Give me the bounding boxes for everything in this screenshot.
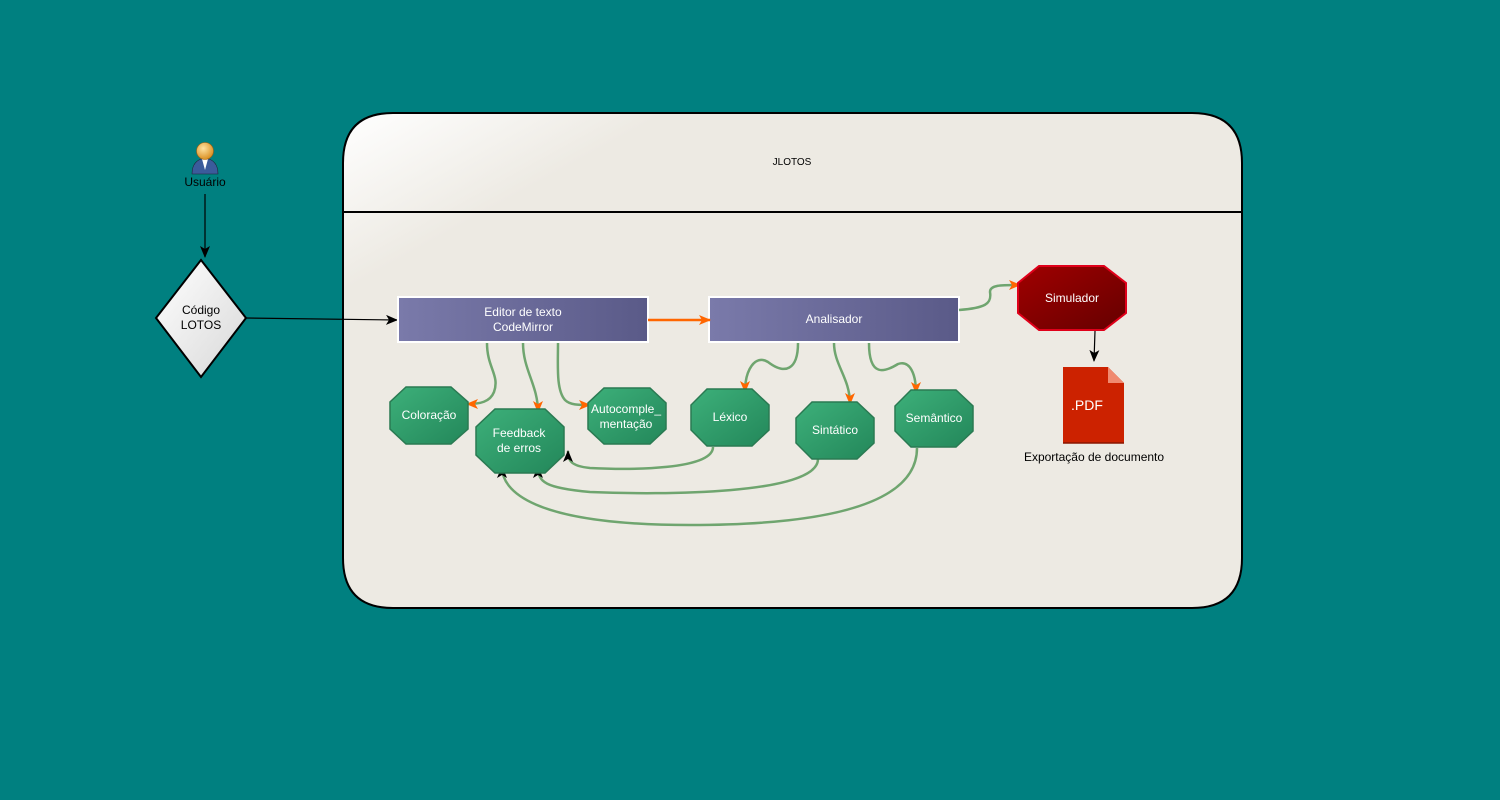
arrow-code-to-editor bbox=[245, 314, 398, 325]
editor-box[interactable]: Editor de texto CodeMirror bbox=[397, 296, 649, 343]
pdf-document-icon: .PDF bbox=[1063, 367, 1124, 444]
autocomplete-node[interactable]: Autocomple_ mentação bbox=[587, 387, 667, 445]
editor-label-line2: CodeMirror bbox=[493, 320, 553, 334]
lexico-node[interactable]: Léxico bbox=[690, 388, 770, 447]
user-label: Usuário bbox=[184, 175, 226, 189]
pdf-caption: Exportação de documento bbox=[1024, 450, 1164, 464]
analyzer-box[interactable]: Analisador bbox=[708, 296, 960, 343]
sintatico-label: Sintático bbox=[812, 423, 858, 437]
arrow-lexico-to-feedback bbox=[563, 446, 715, 471]
coloracao-node[interactable]: Coloração bbox=[389, 386, 469, 445]
decision-label-line1: Código bbox=[182, 303, 220, 317]
semantico-node[interactable]: Semântico bbox=[894, 389, 974, 448]
user-actor[interactable]: Usuário bbox=[184, 142, 226, 190]
arrow-simulador-to-pdf bbox=[1089, 330, 1100, 362]
lexico-label: Léxico bbox=[713, 410, 748, 424]
codigo-lotos-decision[interactable]: Código LOTOS bbox=[154, 258, 248, 379]
arrow-semantico-to-feedback bbox=[497, 447, 919, 527]
pdf-badge: .PDF bbox=[1071, 397, 1103, 413]
autocomplete-label-line1: Autocomple_ bbox=[591, 402, 661, 416]
arrow-editor-to-coloracao bbox=[466, 342, 497, 409]
feedback-label-line2: de erros bbox=[497, 441, 541, 455]
user-icon bbox=[191, 142, 219, 175]
arrow-editor-to-feedback bbox=[521, 342, 543, 413]
coloracao-label: Coloração bbox=[402, 408, 457, 422]
simulador-label: Simulador bbox=[1045, 291, 1099, 305]
jlotos-container: JLOTOS bbox=[342, 112, 1243, 609]
feedback-label-line1: Feedback bbox=[493, 426, 547, 440]
container-title: JLOTOS bbox=[773, 157, 812, 168]
analyzer-label: Analisador bbox=[806, 312, 863, 326]
arrow-analyzer-to-sintatico bbox=[832, 342, 855, 405]
simulador-node[interactable]: Simulador bbox=[1017, 265, 1127, 331]
arrow-sintatico-to-feedback bbox=[533, 458, 820, 495]
decision-label-line2: LOTOS bbox=[181, 318, 221, 332]
feedback-node[interactable]: Feedback de erros bbox=[475, 408, 565, 474]
arrow-analyzer-to-semantico bbox=[867, 342, 921, 394]
arrow-analyzer-to-simulador bbox=[958, 280, 1021, 312]
semantico-label: Semântico bbox=[906, 411, 963, 425]
pdf-export[interactable]: .PDF Exportação de documento bbox=[1024, 367, 1164, 464]
sintatico-node[interactable]: Sintático bbox=[795, 401, 875, 460]
autocomplete-label-line2: mentação bbox=[600, 417, 653, 431]
editor-label-line1: Editor de texto bbox=[484, 305, 562, 319]
arrow-analyzer-to-lexico bbox=[740, 342, 800, 393]
arrow-editor-to-autocomplete bbox=[556, 342, 591, 410]
